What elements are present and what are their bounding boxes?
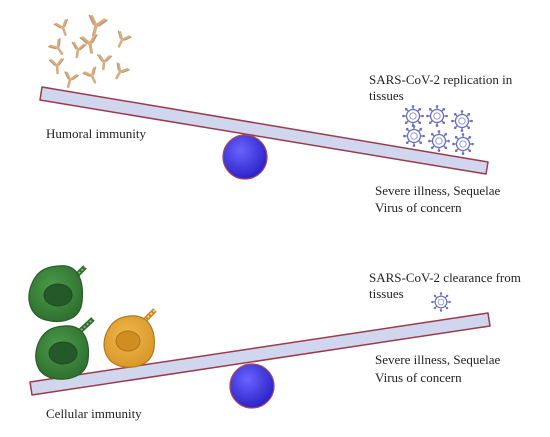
- top-outcome-line1-bottom: Severe illness, Sequelae: [375, 352, 501, 367]
- t-cell-bottom: [35, 317, 95, 380]
- clearance-label: SARS-CoV-2 clearance from tissues: [369, 270, 521, 301]
- virus-icon: [427, 129, 451, 153]
- virus-icon: [450, 109, 474, 133]
- virus-icon: [451, 132, 475, 156]
- antibody-icon: [81, 65, 103, 87]
- virus-icon: [402, 124, 426, 148]
- bottom-seesaw-beam: [29, 312, 491, 396]
- antibody-icon: [83, 13, 109, 39]
- antibody-icon: [109, 61, 131, 83]
- antibody-icon: [52, 18, 74, 39]
- cellular-immunity-label: Cellular immunity: [46, 406, 142, 421]
- antibody-icon: [111, 29, 133, 51]
- antibody-icon: [68, 41, 88, 60]
- top-outcome-line1: Severe illness, Sequelae: [375, 183, 501, 198]
- top-outcome-line2: Virus of concern: [375, 200, 462, 215]
- virus-cluster: [401, 104, 475, 156]
- bottom-outcome-line2: Virus of concern: [375, 370, 462, 385]
- virus-icon: [425, 104, 449, 128]
- replication-label: SARS-CoV-2 replication in tissues: [369, 72, 513, 103]
- antibody-cluster: [47, 13, 133, 90]
- bottom-fulcrum: [229, 363, 275, 409]
- t-cell-orange: [103, 308, 157, 368]
- t-cell-top: [28, 265, 87, 323]
- virus-icon: [401, 104, 425, 128]
- antibody-icon: [95, 53, 113, 71]
- top-fulcrum: [222, 134, 268, 180]
- top-seesaw-beam: [39, 86, 489, 175]
- antibody-icon: [60, 70, 80, 90]
- antibody-icon: [47, 37, 70, 60]
- humoral-immunity-label: Humoral immunity: [46, 126, 147, 141]
- antibody-icon: [48, 57, 66, 75]
